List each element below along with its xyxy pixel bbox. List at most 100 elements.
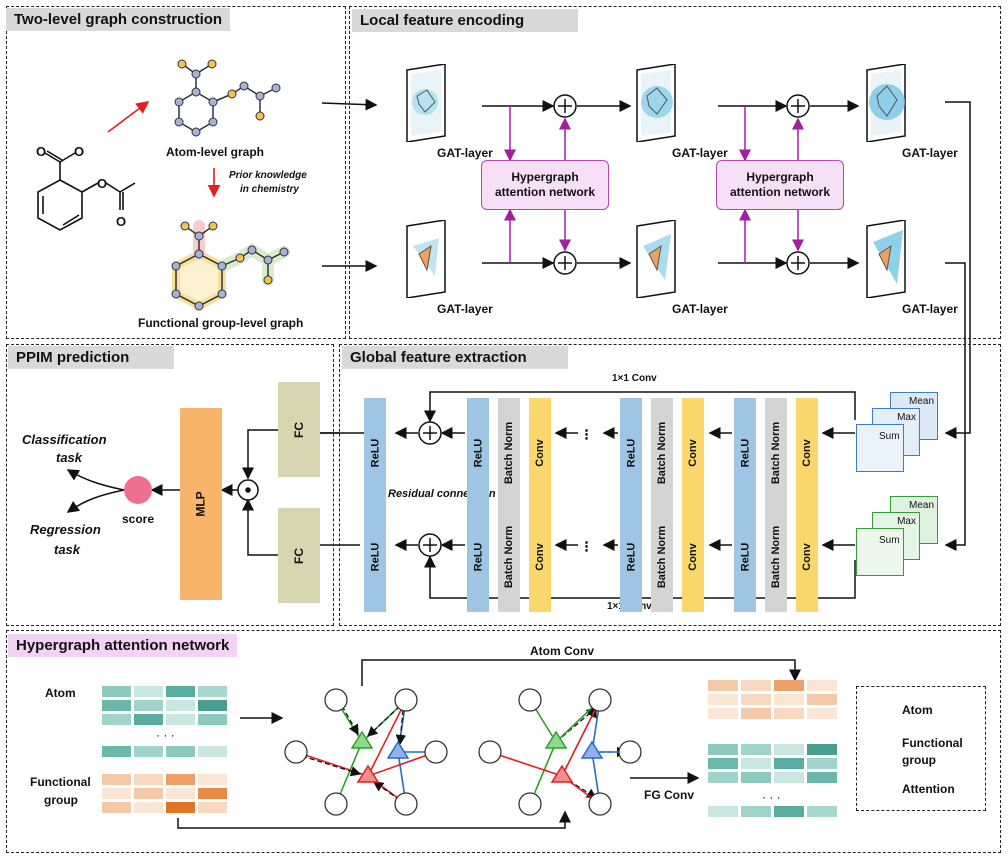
output-atom-matrix-last [708,806,837,817]
pool-sum-top: Sum [856,424,904,472]
molecule-o1: O [36,144,47,159]
conv-bottom-1: Conv [529,502,551,612]
hypergraph-1 [284,688,448,816]
panel-global [339,344,1001,626]
gat-label-4: GAT-layer [437,302,493,316]
conv-bottom-3: Conv [796,502,818,612]
score-node [124,476,152,504]
hyper-box-1-line2: attention network [494,185,595,199]
relu-top-2: ReLU [620,398,642,508]
bn-top-2-text: Batch Norm [656,421,668,485]
hgat-group-label: group [44,793,78,807]
bn-bottom-3-text: Batch Norm [770,525,782,589]
atom-graph-nodes [174,59,281,137]
prior-knowledge-label: Prior knowledge [229,170,307,181]
bn-bottom-2: Batch Norm [651,502,673,612]
gat-label-5: GAT-layer [672,302,728,316]
output-matrix-ellipsis: · · · [762,790,781,804]
relu-top-3: ReLU [734,398,756,508]
conv-bottom-3-text: Conv [801,543,813,571]
relu-bottom-1-text: ReLU [472,542,485,572]
bn-bottom-3: Batch Norm [765,502,787,612]
conv-top-1: Conv [529,398,551,508]
relu-bottom-2-text: ReLU [625,542,638,572]
dots-top: ⁝ [584,427,590,444]
gat-frame-2 [635,63,677,143]
relu-bottom-out-text: ReLU [369,542,382,572]
panel-global-title: Global feature extraction [342,346,568,369]
fg-conv-label: FG Conv [644,788,694,802]
gat-frame-4 [405,219,447,299]
conv-top-3-text: Conv [801,439,813,467]
hyper-box-2-line1: Hypergraph [746,170,814,184]
relu-top-2-text: ReLU [625,438,638,468]
atom-feature-matrix-last [102,746,227,757]
hgat-atom-label: Atom [45,686,76,700]
hypergraph-2 [478,688,642,816]
hypergraph-attention-box-1: Hypergraph attention network [481,160,609,210]
pool-sum-bottom-text: Sum [879,535,900,546]
panel-two-level-title: Two-level graph construction [6,8,231,31]
relu-top-out-text: ReLU [369,438,382,468]
panel-local [349,6,1001,339]
conv-top-1-text: Conv [534,439,546,467]
mlp-block: MLP [180,408,222,600]
molecule-o4: O [116,214,127,229]
panel-local-title: Local feature encoding [352,9,578,32]
dots-bottom: ⁝ [584,539,590,556]
conv-1x1-top-label: 1×1 Conv [612,373,657,384]
panel-ppim-title: PPIM prediction [8,346,174,369]
pool-mean-top-text: Mean [908,396,934,407]
bn-bottom-1: Batch Norm [498,502,520,612]
gat-frame-1 [405,63,447,143]
bn-bottom-1-text: Batch Norm [503,525,515,589]
bn-top-1-text: Batch Norm [503,421,515,485]
hyper-box-1-line1: Hypergraph [511,170,579,184]
conv-top-3: Conv [796,398,818,508]
relu-bottom-out: ReLU [364,502,386,612]
panel-hgat-title: Hypergraph attention network [8,634,238,657]
score-label: score [122,512,155,526]
gat-frame-6 [865,219,907,299]
bn-top-2: Batch Norm [651,398,673,508]
panel-ppim [6,344,334,626]
gat-label-6: GAT-layer [902,302,958,316]
pool-sum-bottom: Sum [856,528,904,576]
legend-group-label: group [902,753,936,767]
molecule-o3: O [97,176,108,191]
relu-bottom-2: ReLU [620,502,642,612]
fg-graph-label: Functional group-level graph [138,316,304,330]
output-fg-matrix [708,680,837,719]
hypergraph-attention-box-2: Hypergraph attention network [716,160,844,210]
atom-matrix-ellipsis: · · · [156,728,175,742]
pool-sum-top-text: Sum [879,431,900,442]
fc-bottom: FC [278,508,320,603]
hgat-connections [177,659,801,829]
pool-max-top-text: Max [897,412,916,423]
atom-graph-label: Atom-level graph [166,145,265,159]
conv-bottom-1-text: Conv [534,543,546,571]
regression-task-label: task [54,542,81,557]
output-atom-matrix [708,744,837,783]
red-arrow-up [107,101,150,133]
bn-top-1: Batch Norm [498,398,520,508]
relu-top-1-text: ReLU [472,438,485,468]
relu-top-1: ReLU [467,398,489,508]
pool-mean-bottom-text: Mean [908,500,934,511]
legend-attention-label: Attention [902,782,955,796]
legend-box [856,686,986,811]
classification-task-label: task [56,450,83,465]
fc-bottom-text: FC [292,547,306,564]
atom-conv-label: Atom Conv [530,644,594,658]
relu-bottom-1: ReLU [467,502,489,612]
classification-label: Classification [22,432,107,447]
bn-bottom-2-text: Batch Norm [656,525,668,589]
relu-bottom-3-text: ReLU [739,542,752,572]
bn-top-3-text: Batch Norm [770,421,782,485]
fc-top: FC [278,382,320,477]
gat-label-3: GAT-layer [902,146,958,160]
gat-frame-5 [635,219,677,299]
conv-top-2-text: Conv [687,439,699,467]
mlp-text: MLP [194,491,208,517]
gat-label-1: GAT-layer [437,146,493,160]
